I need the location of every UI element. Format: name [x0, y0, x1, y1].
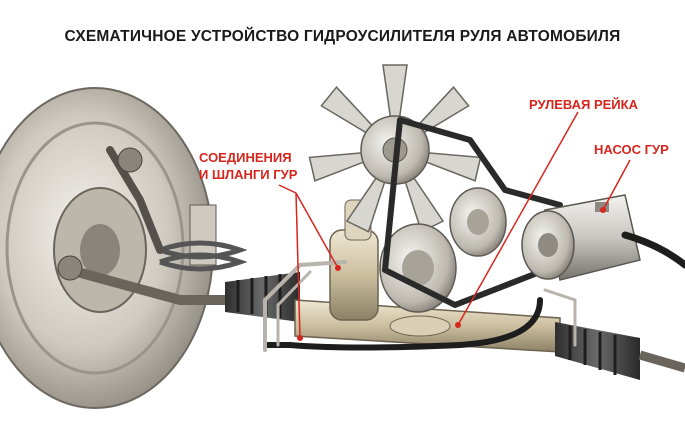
power-steering-pump [521, 194, 641, 281]
rack-boot-left [225, 272, 300, 322]
label-connections-line2: И ШЛАНГИ ГУР [199, 167, 298, 182]
label-connections-line1: СОЕДИНЕНИЯ [199, 150, 292, 165]
hydraulic-hoses [263, 231, 685, 352]
diagram-title: СХЕМАТИЧНОЕ УСТРОЙСТВО ГИДРОУСИЛИТЕЛЯ РУ… [64, 28, 621, 45]
label-steering-rack: РУЛЕВАЯ РЕЙКА [529, 97, 638, 112]
leader-lines [278, 111, 631, 339]
brake-disc [0, 87, 214, 409]
label-pump: НАСОС ГУР [594, 142, 669, 157]
engine-pulleys [379, 187, 507, 313]
leader-dots [297, 207, 606, 341]
label-connections-hoses: СОЕДИНЕНИЯ И ШЛАНГИ ГУР [199, 149, 297, 183]
steering-rack-body [294, 199, 561, 353]
engine-fan [308, 64, 482, 233]
suspension-strut [159, 204, 248, 272]
